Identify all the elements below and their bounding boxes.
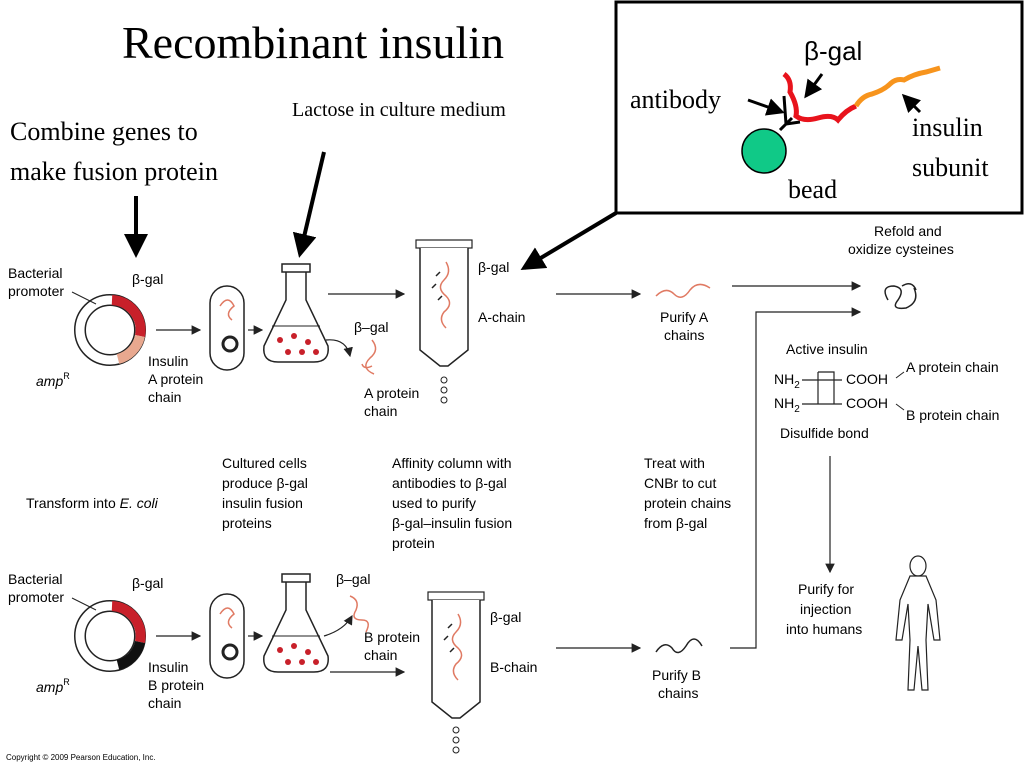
plasmid-b-insulin-1: Insulin bbox=[148, 659, 188, 675]
plasmid-b-amp: ampR bbox=[36, 677, 70, 695]
step-affinity: Affinity column with antibodies to β-gal… bbox=[392, 455, 512, 551]
column-b-chain: B-chain bbox=[490, 659, 537, 675]
disulfide-bond-label: Disulfide bond bbox=[780, 425, 869, 441]
beta-gal-chain-icon bbox=[782, 72, 857, 124]
b-chain-icon bbox=[655, 638, 703, 654]
inset-panel: β-gal antibody insulin subunit bead bbox=[614, 0, 1024, 215]
flask-a-chain-1: A protein bbox=[364, 385, 419, 401]
b-chain-connector bbox=[730, 307, 862, 649]
step-transform: Transform into E. coli bbox=[26, 495, 159, 511]
step-cnbr: Treat with CNBr to cut protein chains fr… bbox=[644, 455, 731, 531]
flask-b-icon bbox=[263, 573, 329, 673]
copyright: Copyright © 2009 Pearson Education, Inc. bbox=[6, 753, 156, 762]
a-protein-chain-label: A protein chain bbox=[906, 359, 999, 375]
nh2-a: NH2 bbox=[774, 371, 800, 391]
svg-text:proteins: proteins bbox=[222, 515, 272, 531]
folded-insulin-icon bbox=[884, 283, 917, 310]
plasmid-a-insulin-2: A protein bbox=[148, 371, 203, 387]
flask-b-beta-gal: β–gal bbox=[336, 571, 371, 587]
svg-text:into humans: into humans bbox=[786, 621, 862, 637]
inset-beta-gal-label: β-gal bbox=[804, 36, 862, 66]
lactose-arrow bbox=[292, 151, 326, 258]
inset-insulin-arrow bbox=[901, 93, 922, 114]
plasmid-b-promoter-2: promoter bbox=[8, 589, 64, 605]
flask-b-chain-2: chain bbox=[364, 647, 397, 663]
a-chain-icon bbox=[655, 283, 711, 298]
step-inject: Purify for injection into humans bbox=[786, 581, 862, 637]
svg-text:injection: injection bbox=[800, 601, 851, 617]
step-cultured: Cultured cells produce β-gal insulin fus… bbox=[222, 455, 308, 531]
insulin-subunit-chain-icon bbox=[853, 65, 941, 108]
svg-text:protein chains: protein chains bbox=[644, 495, 731, 511]
plasmid-b-promoter-1: Bacterial bbox=[8, 571, 62, 587]
inset-bead-label: bead bbox=[788, 175, 837, 204]
nh2-b: NH2 bbox=[774, 395, 800, 415]
svg-text:Cultured cells: Cultured cells bbox=[222, 455, 307, 471]
flask-a-beta-gal: β–gal bbox=[354, 319, 389, 335]
purify-a-1: Purify A bbox=[660, 309, 709, 325]
inset-antibody-label: antibody bbox=[630, 85, 721, 114]
fusion-protein-a-icon bbox=[361, 339, 377, 375]
combine-genes-label-2: make fusion protein bbox=[10, 157, 218, 186]
column-b-beta-gal: β-gal bbox=[490, 609, 521, 625]
plasmid-b-beta-gal: β-gal bbox=[132, 575, 163, 591]
inset-antibody-arrow bbox=[747, 98, 785, 116]
plasmid-a-promoter-1: Bacterial bbox=[8, 265, 62, 281]
plasmid-a-amp: ampR bbox=[36, 371, 70, 389]
affinity-column-b-icon bbox=[427, 591, 485, 754]
svg-text:used to purify: used to purify bbox=[392, 495, 476, 511]
plasmid-a-insulin-3: chain bbox=[148, 389, 181, 405]
disulfide-bond-icon bbox=[802, 371, 842, 405]
svg-text:β-gal–insulin fusion: β-gal–insulin fusion bbox=[392, 515, 512, 531]
bead-icon bbox=[741, 128, 787, 174]
ecoli-cell-b-icon bbox=[209, 593, 245, 679]
plasmid-a-insulin-1: Insulin bbox=[148, 353, 188, 369]
refold-1: Refold and bbox=[874, 223, 942, 239]
inset-subunit-label: subunit bbox=[912, 153, 989, 182]
b-protein-chain-label: B protein chain bbox=[906, 407, 999, 423]
inset-insulin-label: insulin bbox=[912, 113, 983, 142]
svg-text:CNBr to cut: CNBr to cut bbox=[644, 475, 716, 491]
column-a-beta-gal: β-gal bbox=[478, 259, 509, 275]
affinity-column-a-icon bbox=[415, 239, 473, 404]
plasmid-a-beta-gal: β-gal bbox=[132, 271, 163, 287]
purify-a-2: chains bbox=[664, 327, 704, 343]
inset-beta-gal-arrow bbox=[804, 73, 824, 99]
purify-b-2: chains bbox=[658, 685, 698, 701]
svg-text:produce β-gal: produce β-gal bbox=[222, 475, 308, 491]
flask-a-icon bbox=[263, 263, 329, 363]
lactose-label: Lactose in culture medium bbox=[292, 99, 506, 121]
plasmid-b-insulin-3: chain bbox=[148, 695, 181, 711]
human-figure-icon bbox=[895, 555, 941, 691]
cooh-b: COOH bbox=[846, 395, 888, 411]
combine-genes-label-1: Combine genes to bbox=[10, 117, 198, 146]
svg-text:Purify for: Purify for bbox=[798, 581, 854, 597]
svg-text:Affinity column with: Affinity column with bbox=[392, 455, 512, 471]
svg-text:protein: protein bbox=[392, 535, 435, 551]
active-insulin-title: Active insulin bbox=[786, 341, 868, 357]
refold-2: oxidize cysteines bbox=[848, 241, 954, 257]
svg-text:from β-gal: from β-gal bbox=[644, 515, 707, 531]
svg-text:Treat with: Treat with bbox=[644, 455, 705, 471]
ecoli-cell-a-icon bbox=[209, 285, 245, 371]
fusion-protein-b-icon bbox=[349, 595, 369, 633]
inset-pointer-arrow bbox=[520, 211, 618, 271]
flask-a-chain-2: chain bbox=[364, 403, 397, 419]
plasmid-a bbox=[74, 294, 146, 366]
plasmid-b bbox=[74, 600, 146, 672]
svg-text:antibodies to β-gal: antibodies to β-gal bbox=[392, 475, 507, 491]
purify-b-1: Purify B bbox=[652, 667, 701, 683]
page-title: Recombinant insulin bbox=[122, 17, 504, 68]
flask-b-chain-1: B protein bbox=[364, 629, 420, 645]
column-a-chain: A-chain bbox=[478, 309, 525, 325]
svg-text:insulin fusion: insulin fusion bbox=[222, 495, 303, 511]
plasmid-a-promoter-2: promoter bbox=[8, 283, 64, 299]
cooh-a: COOH bbox=[846, 371, 888, 387]
plasmid-b-insulin-2: B protein bbox=[148, 677, 204, 693]
